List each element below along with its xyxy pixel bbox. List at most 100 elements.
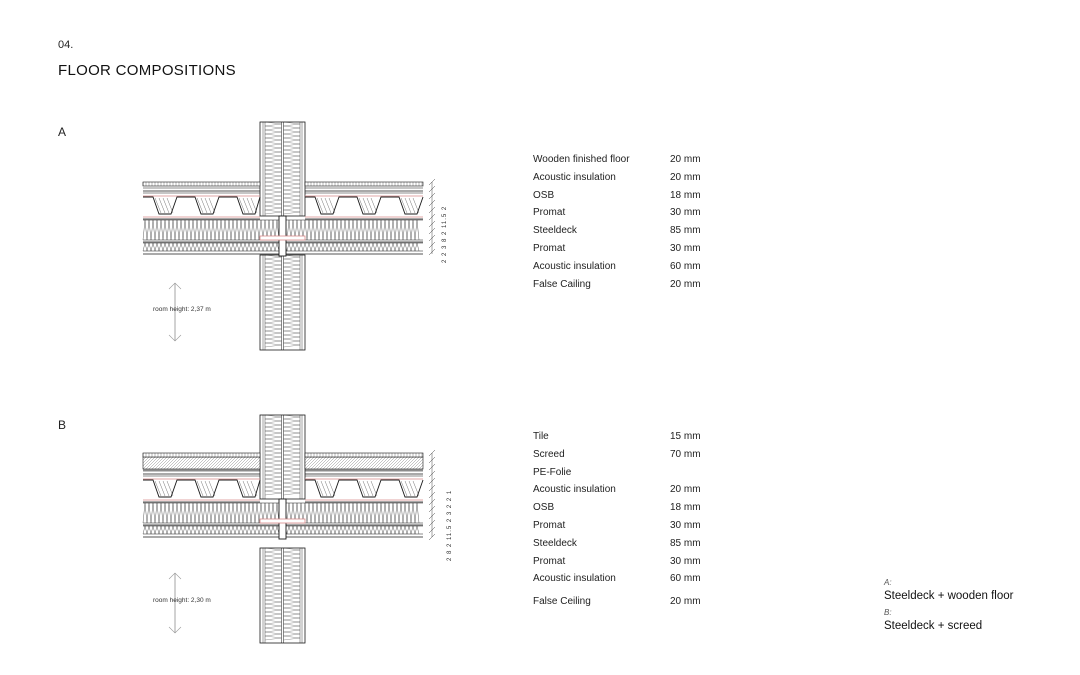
section-number: 04. <box>58 39 74 51</box>
dimension-tick <box>428 199 436 207</box>
right-steeldeck <box>305 196 424 215</box>
layer-name: Acoustic insulation <box>533 260 616 272</box>
dimension-tick <box>428 192 436 200</box>
dimension-tick <box>428 185 436 193</box>
promat-joint <box>259 235 306 241</box>
legend-key-a: A: <box>884 578 892 587</box>
dimension-tick <box>428 234 436 242</box>
dimension-tick <box>428 505 436 513</box>
left-wooden-floor <box>142 181 261 187</box>
layer-thickness: 70 mm <box>670 448 701 460</box>
upper-wall <box>259 414 306 500</box>
layer-thickness: 30 mm <box>670 520 701 531</box>
legend: A: Steeldeck + wooden floor B: Steeldeck… <box>884 578 1013 632</box>
dimension-tick <box>428 227 436 235</box>
layer-name: Screed <box>533 448 565 460</box>
left-steeldeck <box>143 196 261 215</box>
layer-name: PE-Folie <box>533 466 572 478</box>
layer-thickness: 20 mm <box>670 278 701 290</box>
layer-name: OSB <box>533 502 555 514</box>
dimension-tick <box>428 512 436 520</box>
dimension-tick <box>428 533 436 541</box>
dimension-tick <box>428 206 436 214</box>
layer-thickness: 85 mm <box>670 225 701 237</box>
layer-name: Steeldeck <box>533 537 577 549</box>
legend-key-b: B: <box>884 608 892 617</box>
dimension-tick <box>428 220 436 228</box>
layer-name: Acoustic insulation <box>533 484 616 496</box>
lower-wall <box>259 254 306 351</box>
room-height-arrow-down-arrow <box>168 626 182 634</box>
room-height-label-a: room height: 2,37 m <box>153 306 211 313</box>
room-height-arrow-down-arrow <box>168 334 182 342</box>
variant-label-a: A <box>58 125 67 139</box>
room-height-arrow-up-arrow <box>168 572 182 580</box>
promat-joint <box>259 518 306 524</box>
layer-thickness: 15 mm <box>670 431 701 442</box>
left-wooden-floor-ticks <box>142 182 258 186</box>
upper-wall-insulation <box>264 414 301 496</box>
dimension-marks-b: 2 8 2 11.5 2 3 2 2 1 <box>447 489 453 561</box>
lower-wall-insulation <box>264 547 301 641</box>
layer-name: Wooden finished floor <box>533 154 630 165</box>
floor-section-drawing-b <box>142 414 436 644</box>
layer-table-a: Wooden finished floor 20 mm Acoustic insul… <box>533 154 733 304</box>
layer-thickness: 18 mm <box>670 502 701 514</box>
dimension-tick <box>428 477 436 485</box>
layer-thickness: 30 mm <box>670 555 701 567</box>
lower-wall-insulation <box>264 254 301 348</box>
lower-wall <box>259 547 306 644</box>
floor-section-drawing-a <box>142 121 436 351</box>
layer-name: Steeldeck <box>533 225 577 237</box>
right-tile <box>304 452 424 458</box>
right-wooden-floor <box>304 181 424 187</box>
dimension-tick <box>428 470 436 478</box>
layer-name: Acoustic insulation <box>533 171 616 183</box>
layer-name: Promat <box>533 207 566 219</box>
page-title: FLOOR COMPOSITIONS <box>58 62 236 79</box>
dimension-tick <box>428 241 436 249</box>
legend-text-a: Steeldeck + wooden floor <box>884 590 1014 602</box>
dimension-marks-a: 2 2 3 8 2 11.5 2 <box>442 205 448 263</box>
right-wooden-floor-ticks <box>304 182 423 186</box>
dimension-tick <box>428 491 436 499</box>
layer-thickness: 60 mm <box>670 573 701 585</box>
layer-thickness: 30 mm <box>670 207 701 219</box>
left-steeldeck <box>143 479 261 498</box>
variant-label-b: B <box>58 418 67 432</box>
upper-wall-insulation <box>264 121 301 215</box>
layer-thickness: 85 mm <box>670 537 701 549</box>
dimension-tick <box>428 178 436 186</box>
layer-thickness: 60 mm <box>670 260 701 272</box>
room-height-label-b: room height: 2,30 m <box>153 597 211 604</box>
dimension-tick <box>428 498 436 506</box>
room-height-arrow-up-arrow <box>168 282 182 290</box>
layer-thickness: 20 mm <box>670 596 701 608</box>
dimension-tick <box>428 526 436 534</box>
layer-name: Promat <box>533 520 566 531</box>
right-steeldeck-hatch <box>316 197 420 214</box>
right-steeldeck-hatch <box>316 480 420 497</box>
left-tile <box>142 452 261 458</box>
dimension-tick <box>428 463 436 471</box>
right-tile-ticks <box>304 453 423 457</box>
right-steeldeck <box>305 479 424 498</box>
layer-name: OSB <box>533 189 555 201</box>
dimension-tick <box>428 519 436 527</box>
layer-name: Acoustic insulation <box>533 573 616 585</box>
dimension-tick <box>428 449 436 457</box>
layer-name: False Cailing <box>533 278 591 290</box>
layer-thickness: 20 mm <box>670 484 701 496</box>
left-screed <box>142 456 261 470</box>
dimension-tick <box>428 213 436 221</box>
dimension-tick <box>428 456 436 464</box>
layer-name: False Ceiling <box>533 596 591 608</box>
layer-thickness: 30 mm <box>670 243 701 254</box>
left-steeldeck-hatch <box>154 480 258 497</box>
layer-name: Promat <box>533 243 566 254</box>
left-tile-ticks <box>142 453 258 457</box>
dimension-tick <box>428 484 436 492</box>
layer-thickness: 18 mm <box>670 189 701 201</box>
left-steeldeck-hatch <box>154 197 258 214</box>
